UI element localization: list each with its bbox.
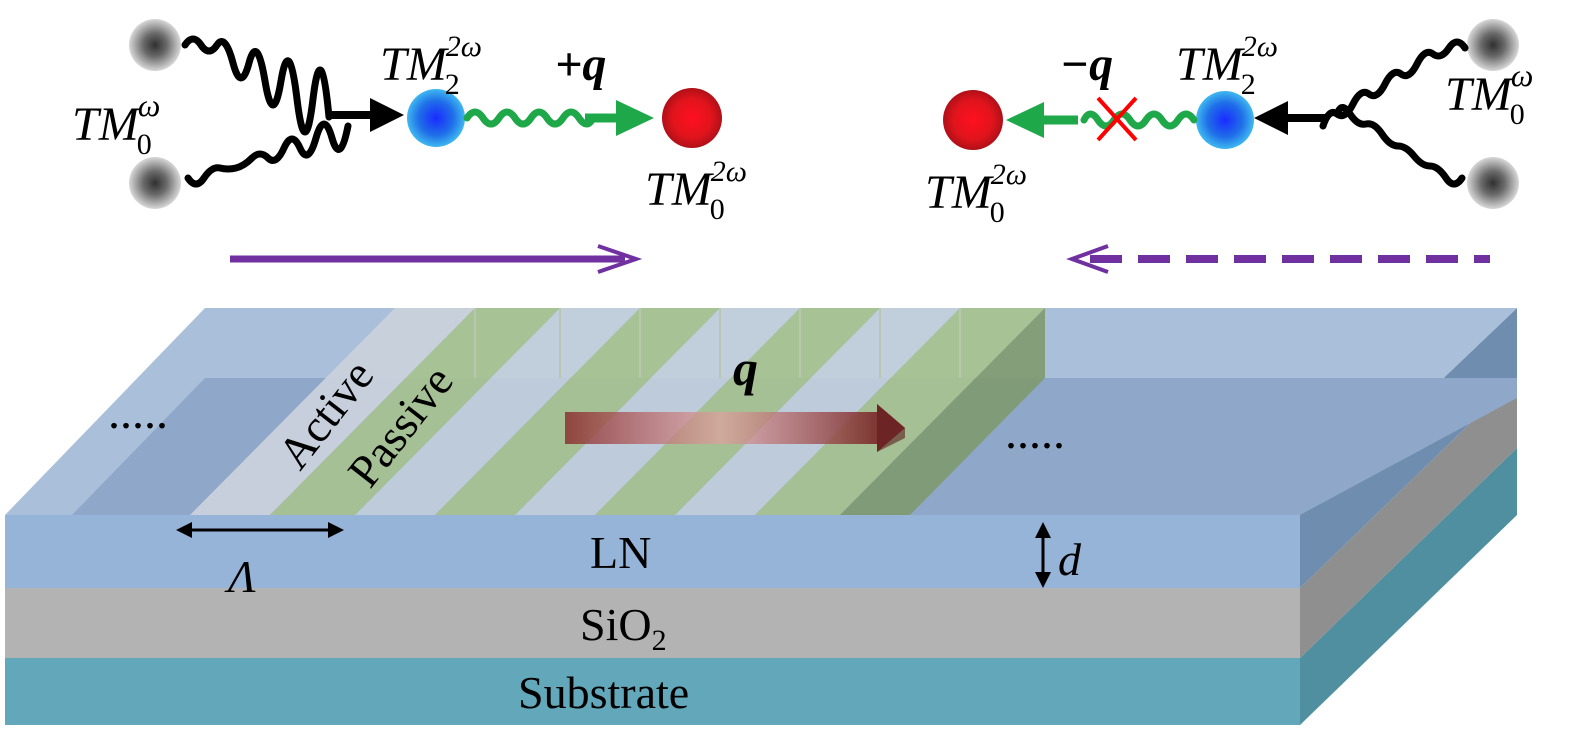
pump-mode-lower-left	[129, 157, 181, 209]
tm2-2omega-label-right: TM22ω	[1176, 30, 1278, 101]
pump-wave-upper	[181, 35, 333, 136]
substrate-side-face	[1300, 448, 1517, 725]
forward-arrow	[230, 244, 643, 274]
pump-mode-upper-right	[1467, 19, 1519, 71]
active-strip	[190, 308, 475, 515]
tm2-mode-left	[407, 89, 465, 147]
pump-wave-lower	[184, 120, 352, 188]
tm0-2omega-label-right: TM02ω	[925, 158, 1027, 229]
right-dots: .....	[1005, 406, 1065, 459]
minus-q-label: −q	[1060, 38, 1113, 91]
forbidden-cross-icon	[1096, 96, 1138, 142]
backward-process	[943, 19, 1519, 209]
tm2-2omega-label-left: TM22ω	[380, 30, 482, 101]
grating	[190, 308, 1045, 515]
passive-strip	[595, 308, 880, 515]
pump-mode-lower-right	[1467, 157, 1519, 209]
passive-strip	[435, 308, 720, 515]
sio2-layer	[5, 588, 1300, 658]
pump-mode-upper-left	[129, 19, 181, 71]
plus-q-label: +q	[555, 38, 606, 91]
passive-strip	[270, 308, 560, 515]
tm0-mode-right	[943, 90, 1003, 150]
sio2-label: SiO2	[580, 599, 667, 657]
ln-label: LN	[590, 527, 651, 578]
ln-layer	[5, 515, 1300, 588]
active-strip	[675, 308, 960, 515]
d-label: d	[1058, 534, 1082, 585]
forward-process	[129, 19, 722, 209]
thickness-arrow	[1035, 522, 1051, 588]
green-wave-right	[1080, 110, 1198, 130]
substrate-layer	[5, 658, 1300, 725]
lambda-label: Λ	[224, 551, 256, 602]
q-label: q	[733, 340, 758, 396]
tm0-omega-label-left: TM0ω	[72, 87, 160, 161]
tm0-mode-left	[662, 88, 722, 148]
period-arrow	[176, 522, 344, 538]
active-strip	[515, 308, 800, 515]
tm2-mode-right	[1196, 91, 1254, 149]
pump-wave-lower-right	[1334, 104, 1466, 188]
backward-dashed-arrow	[1066, 244, 1490, 274]
green-wave-left	[463, 108, 597, 128]
tm0-2omega-label-left: TM02ω	[645, 155, 747, 226]
left-dots: .....	[108, 386, 168, 439]
passive-strip	[755, 308, 1045, 515]
tm0-omega-label-right: TM0ω	[1445, 57, 1533, 131]
substrate-label: Substrate	[518, 667, 689, 718]
grating-shade	[840, 308, 1045, 515]
pump-wave-upper-right	[1319, 38, 1469, 130]
q-vector-arrow	[565, 404, 905, 452]
sio2-side-face	[1300, 378, 1517, 658]
active-strip	[355, 308, 640, 515]
